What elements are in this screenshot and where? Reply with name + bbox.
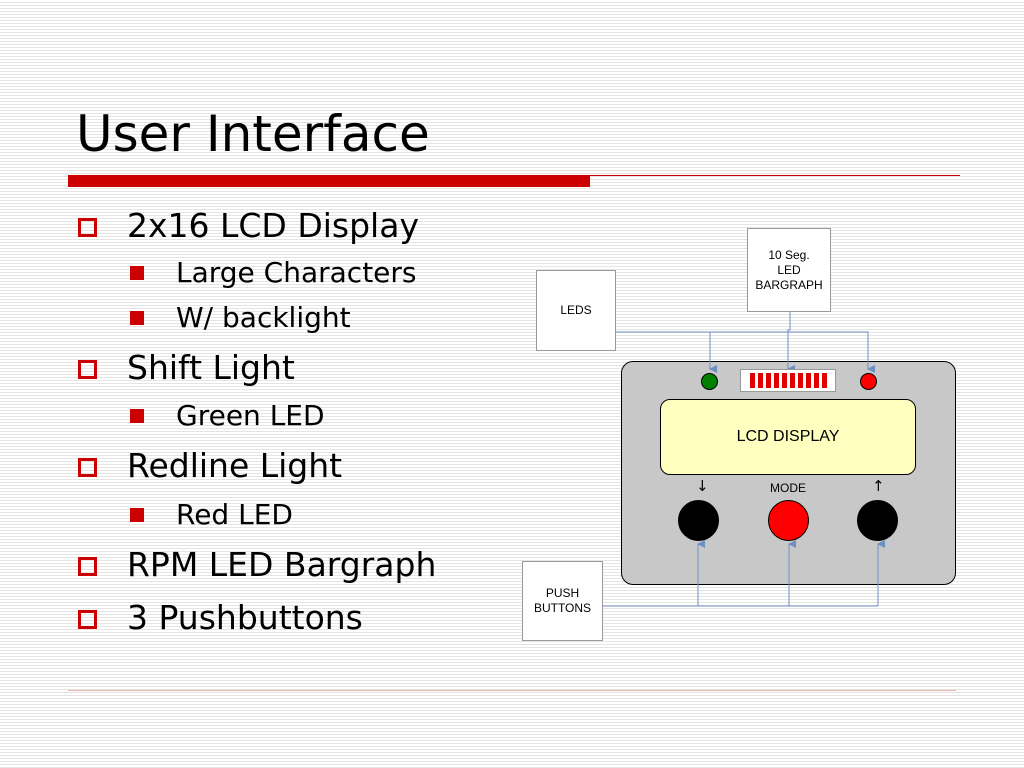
- hollow-square-bullet-icon: [78, 218, 97, 237]
- title-underline-thick: [68, 175, 590, 187]
- leds-label-box: LEDS: [536, 270, 616, 351]
- pushbuttons-label-line: BUTTONS: [533, 601, 592, 615]
- hollow-square-bullet-icon: [78, 458, 97, 477]
- bargraph-segment: [757, 373, 763, 388]
- title-underline-thin: [590, 175, 960, 176]
- sub-bullet-text: W/ backlight: [176, 301, 351, 334]
- hollow-square-bullet-icon: [78, 557, 97, 576]
- filled-square-bullet-icon: [130, 409, 144, 423]
- down-arrow-icon: ↓: [696, 477, 709, 495]
- bullet-text: RPM LED Bargraph: [127, 545, 437, 584]
- hollow-square-bullet-icon: [78, 610, 97, 629]
- mode-pushbutton[interactable]: [768, 500, 809, 541]
- filled-square-bullet-icon: [130, 266, 144, 280]
- hollow-square-bullet-icon: [78, 360, 97, 379]
- bargraph-segment: [805, 373, 811, 388]
- bargraph-segment: [797, 373, 803, 388]
- bargraph-segment: [773, 373, 779, 388]
- up-arrow-icon: ↑: [872, 477, 885, 495]
- sub-bullet-text: Red LED: [176, 498, 293, 531]
- led-bargraph: [740, 369, 836, 392]
- bullet-text: Redline Light: [127, 446, 343, 485]
- green-led: [701, 373, 718, 390]
- slide-title: User Interface: [76, 105, 430, 163]
- mode-label: MODE: [770, 481, 806, 495]
- bargraph-label-box: 10 Seg. LED BARGRAPH: [747, 228, 831, 312]
- sub-bullet-text: Large Characters: [176, 256, 417, 289]
- bargraph-label-line: BARGRAPH: [755, 277, 823, 292]
- down-pushbutton[interactable]: [678, 500, 719, 541]
- bargraph-label-line: 10 Seg.: [768, 247, 810, 262]
- bargraph-segment: [781, 373, 787, 388]
- bullet-text: Shift Light: [127, 348, 295, 387]
- red-led: [860, 373, 877, 390]
- bullet-text: 3 Pushbuttons: [127, 598, 363, 637]
- pushbuttons-label-line: PUSH: [545, 586, 580, 600]
- bargraph-segment: [789, 373, 795, 388]
- bargraph-segment: [749, 373, 755, 388]
- leds-label: LEDS: [560, 303, 592, 317]
- lcd-display-label: LCD DISPLAY: [736, 428, 840, 445]
- footer-rule: [68, 690, 956, 691]
- bargraph-segment: [813, 373, 819, 388]
- bargraph-segment: [765, 373, 771, 388]
- lcd-display: LCD DISPLAY: [660, 399, 916, 475]
- bargraph-segment: [821, 373, 827, 388]
- bullet-text: 2x16 LCD Display: [127, 206, 419, 245]
- filled-square-bullet-icon: [130, 311, 144, 325]
- up-pushbutton[interactable]: [857, 500, 898, 541]
- pushbuttons-label-box: PUSH BUTTONS: [522, 561, 603, 641]
- filled-square-bullet-icon: [130, 508, 144, 522]
- sub-bullet-text: Green LED: [176, 399, 325, 432]
- bargraph-label-line: LED: [777, 262, 801, 277]
